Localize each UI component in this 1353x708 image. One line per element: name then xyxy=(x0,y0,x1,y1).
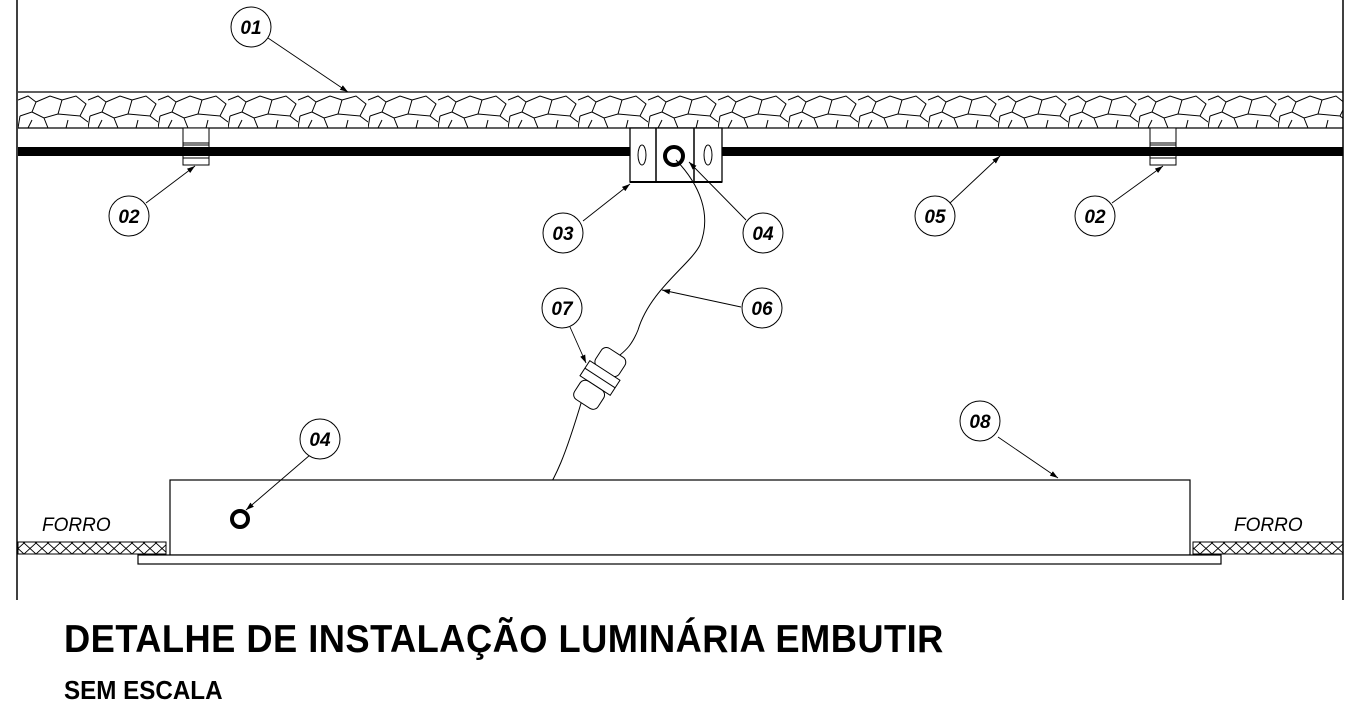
callout-08: 08 xyxy=(969,412,991,433)
concrete-slab xyxy=(18,91,1343,129)
callout-02-right: 02 xyxy=(1084,207,1106,228)
callout-03: 03 xyxy=(552,224,574,245)
callout-01: 01 xyxy=(240,18,261,39)
forro-label-right: FORRO xyxy=(1234,515,1303,536)
support-clamp-left xyxy=(182,127,210,166)
drawing-title: DETALHE DE INSTALAÇÃO LUMINÁRIA EMBUTIR xyxy=(64,618,944,661)
ceiling-right xyxy=(1192,541,1344,555)
callout-07: 07 xyxy=(551,299,574,320)
callout-04-top: 04 xyxy=(752,224,774,245)
cable-gland-top xyxy=(663,145,685,167)
cable-gland-bottom xyxy=(230,509,250,529)
flexible-cable xyxy=(619,159,706,356)
callout-04-bottom: 04 xyxy=(309,430,331,451)
junction-box xyxy=(629,127,723,183)
callout-06: 06 xyxy=(751,299,773,320)
ceiling-left xyxy=(17,541,167,555)
forro-label-left: FORRO xyxy=(42,515,111,536)
callout-02-left: 02 xyxy=(118,207,140,228)
support-clamp-right xyxy=(1149,127,1177,166)
recessed-luminaire xyxy=(137,479,1222,565)
callout-05: 05 xyxy=(924,207,946,228)
cable-connector xyxy=(573,347,627,410)
drawing-scale-note: SEM ESCALA xyxy=(64,675,223,705)
